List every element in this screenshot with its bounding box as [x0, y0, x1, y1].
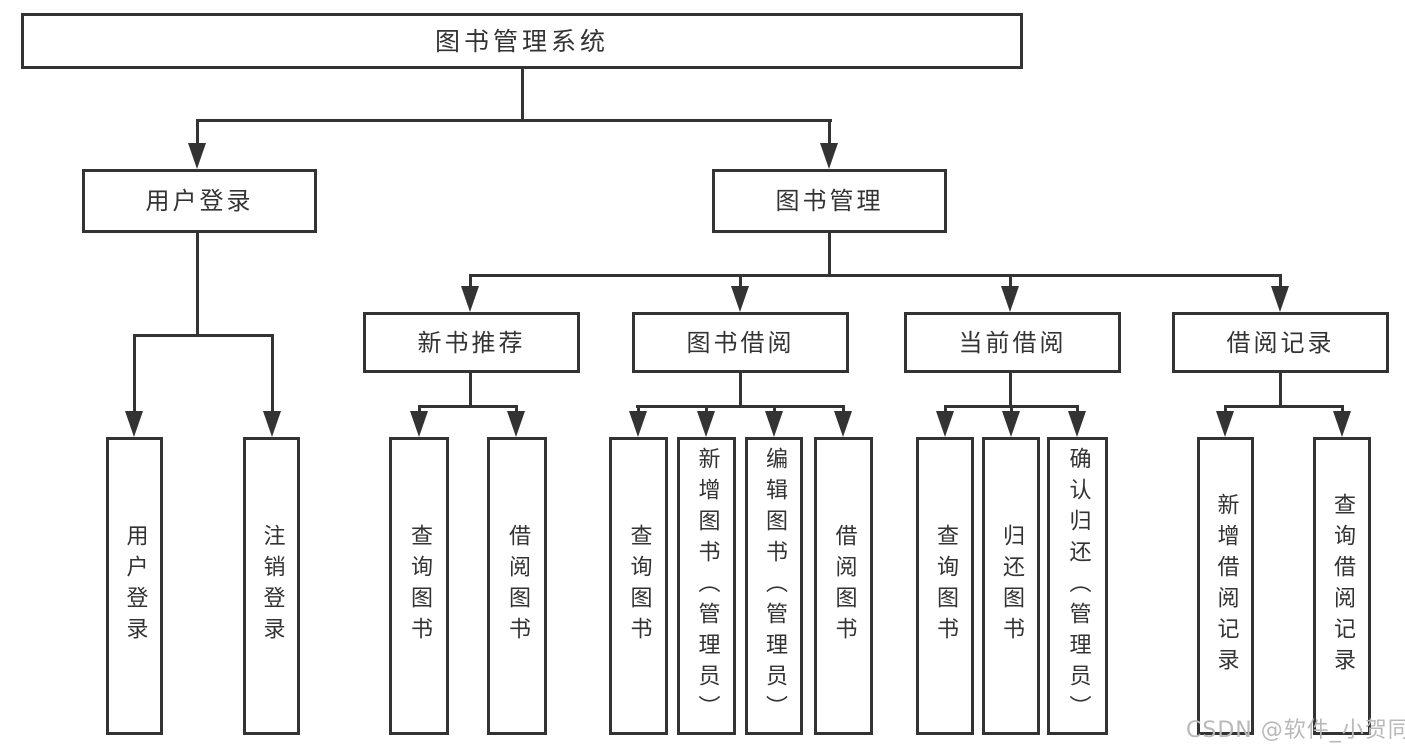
node-label: 注销登录: [259, 524, 285, 648]
node-label: 新书推荐: [417, 328, 526, 357]
connector-line: [132, 336, 136, 419]
connector-line: [1009, 373, 1012, 407]
node-leaf-confirm-return: 确认归还（管理员）: [1047, 437, 1108, 735]
arrow-down-icon: [1216, 411, 1234, 437]
connector-line: [827, 121, 831, 151]
arrow-down-icon: [1002, 411, 1020, 437]
node-leaf-query-book-1: 查询图书: [389, 437, 449, 735]
connector-line: [196, 119, 832, 122]
arrow-down-icon: [697, 411, 715, 437]
arrow-down-icon: [765, 411, 783, 437]
node-label: 当前借阅: [958, 328, 1067, 357]
connector-line: [270, 336, 274, 419]
node-leaf-return-book: 归还图书: [982, 437, 1040, 735]
node-leaf-user-login: 用户登录: [106, 437, 163, 735]
csdn-watermark: CSDN @软件_小贺同学: [1186, 718, 1405, 743]
arrow-down-icon: [731, 286, 749, 312]
node-label: 新增借阅记录: [1213, 493, 1239, 679]
node-label: 借阅图书: [505, 524, 530, 648]
node-user-login: 用户登录: [82, 169, 317, 233]
node-leaf-borrow-book-1: 借阅图书: [487, 437, 547, 735]
connector-line: [468, 276, 472, 294]
node-current-borrow: 当前借阅: [904, 312, 1121, 373]
node-label: 归还图书: [999, 524, 1024, 648]
node-label: 查询图书: [626, 524, 652, 648]
connector-line: [195, 121, 199, 151]
node-label: 图书借阅: [686, 328, 795, 357]
arrow-down-icon: [125, 411, 143, 437]
node-leaf-borrow-book-2: 借阅图书: [814, 437, 873, 735]
arrow-down-icon: [1271, 286, 1289, 312]
node-label: 查询图书: [933, 524, 958, 648]
arrow-down-icon: [1333, 411, 1351, 437]
node-root: 图书管理系统: [21, 13, 1023, 69]
node-label: 用户登录: [122, 524, 148, 648]
arrow-down-icon: [507, 411, 525, 437]
connector-line: [828, 233, 831, 276]
connector-line: [418, 405, 518, 408]
connector-line: [133, 334, 274, 337]
node-leaf-edit-book: 编辑图书（管理员）: [745, 437, 803, 735]
node-label: 用户登录: [145, 187, 254, 215]
node-leaf-add-book: 新增图书（管理员）: [677, 437, 736, 735]
node-label: 查询图书: [407, 524, 432, 648]
connector-line: [944, 405, 1079, 408]
arrow-down-icon: [410, 411, 428, 437]
arrow-down-icon: [629, 411, 647, 437]
arrow-down-icon: [834, 411, 852, 437]
node-new-book-rec: 新书推荐: [363, 312, 580, 373]
connector-line: [739, 373, 742, 407]
connector-line: [469, 373, 472, 407]
node-book-mgmt: 图书管理: [712, 169, 947, 233]
connector-line: [1279, 373, 1282, 407]
arrow-down-icon: [188, 143, 206, 169]
arrow-down-icon: [1001, 286, 1019, 312]
connector-line: [1008, 276, 1012, 294]
node-leaf-logout: 注销登录: [243, 437, 300, 735]
node-label: 借阅记录: [1226, 328, 1335, 357]
node-label: 借阅图书: [831, 524, 857, 648]
arrow-down-icon: [820, 143, 838, 169]
node-label: 新增图书（管理员）: [694, 446, 720, 726]
arrow-down-icon: [936, 411, 954, 437]
connector-line: [738, 276, 742, 294]
connector-line: [521, 69, 524, 121]
node-book-borrow: 图书借阅: [632, 312, 849, 373]
arrow-down-icon: [1068, 411, 1086, 437]
node-borrow-records: 借阅记录: [1172, 312, 1389, 373]
connector-line: [469, 274, 1282, 277]
node-leaf-query-record: 查询借阅记录: [1313, 437, 1371, 735]
node-leaf-query-book-2: 查询图书: [609, 437, 668, 735]
node-leaf-add-record: 新增借阅记录: [1197, 437, 1254, 735]
connector-line: [1224, 405, 1344, 408]
node-label: 确认归还（管理员）: [1065, 446, 1091, 726]
node-label: 图书管理: [775, 187, 884, 215]
connector-line: [1278, 276, 1282, 294]
node-label: 编辑图书（管理员）: [762, 446, 787, 726]
connector-line: [196, 233, 199, 336]
arrow-down-icon: [461, 286, 479, 312]
node-label: 图书管理系统: [434, 26, 609, 56]
node-label: 查询借阅记录: [1330, 493, 1355, 679]
arrow-down-icon: [263, 411, 281, 437]
connector-line: [636, 405, 845, 408]
node-leaf-query-book-3: 查询图书: [916, 437, 974, 735]
